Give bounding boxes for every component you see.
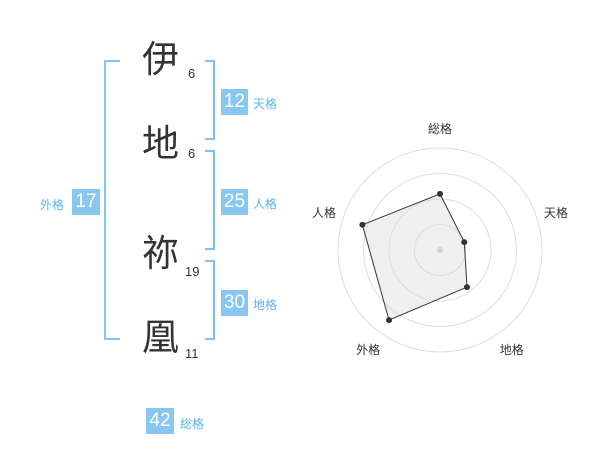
- radar-polygon: [361, 193, 468, 321]
- radar-axis-label-3: 外格: [356, 342, 381, 357]
- tenkaku-bracket: [205, 60, 215, 140]
- stroke-count-3: 19: [185, 264, 200, 279]
- chikaku-bracket: [205, 260, 215, 340]
- gaikaku-label: 外格: [40, 198, 65, 212]
- radar-axis-label-1: 天格: [544, 206, 569, 221]
- radar-point-3: [386, 317, 393, 324]
- radar-point-0: [437, 190, 443, 197]
- radar-axis-label-0: 総格: [428, 122, 453, 136]
- tenkaku-value: 12: [221, 89, 248, 115]
- soukaku-label: 総格: [180, 417, 205, 431]
- stroke-count-1: 6: [188, 66, 196, 81]
- stroke-count-2: 6: [188, 146, 196, 161]
- soukaku-value: 42: [146, 408, 174, 434]
- radar-point-4: [359, 221, 366, 228]
- gaikaku-value: 17: [72, 189, 100, 215]
- radar-ring-3: [363, 173, 517, 327]
- name-char-1: 伊: [142, 38, 179, 81]
- name-char-2: 地: [142, 122, 179, 165]
- jinkaku-bracket: [205, 150, 215, 250]
- name-char-3: 祢: [142, 232, 179, 275]
- name-char-4: 凰: [142, 316, 179, 359]
- radar-center-dot: [437, 247, 443, 253]
- radar-point-2: [463, 284, 470, 291]
- stroke-count-4: 11: [185, 346, 199, 361]
- radar-ring-4: [337, 147, 543, 353]
- radar-axis-label-4: 人格: [311, 206, 336, 221]
- gaikaku-bracket: [104, 60, 120, 340]
- radar-ring-1: [414, 224, 466, 276]
- jinkaku-label: 人格: [253, 197, 278, 211]
- chikaku-value: 30: [221, 290, 248, 316]
- radar-ring-2: [388, 198, 492, 302]
- radar-axis-label-2: 地格: [499, 342, 524, 357]
- tenkaku-label: 天格: [253, 97, 278, 111]
- jinkaku-value: 25: [221, 189, 248, 215]
- chikaku-label: 地格: [253, 298, 278, 312]
- radar-point-1: [461, 239, 468, 246]
